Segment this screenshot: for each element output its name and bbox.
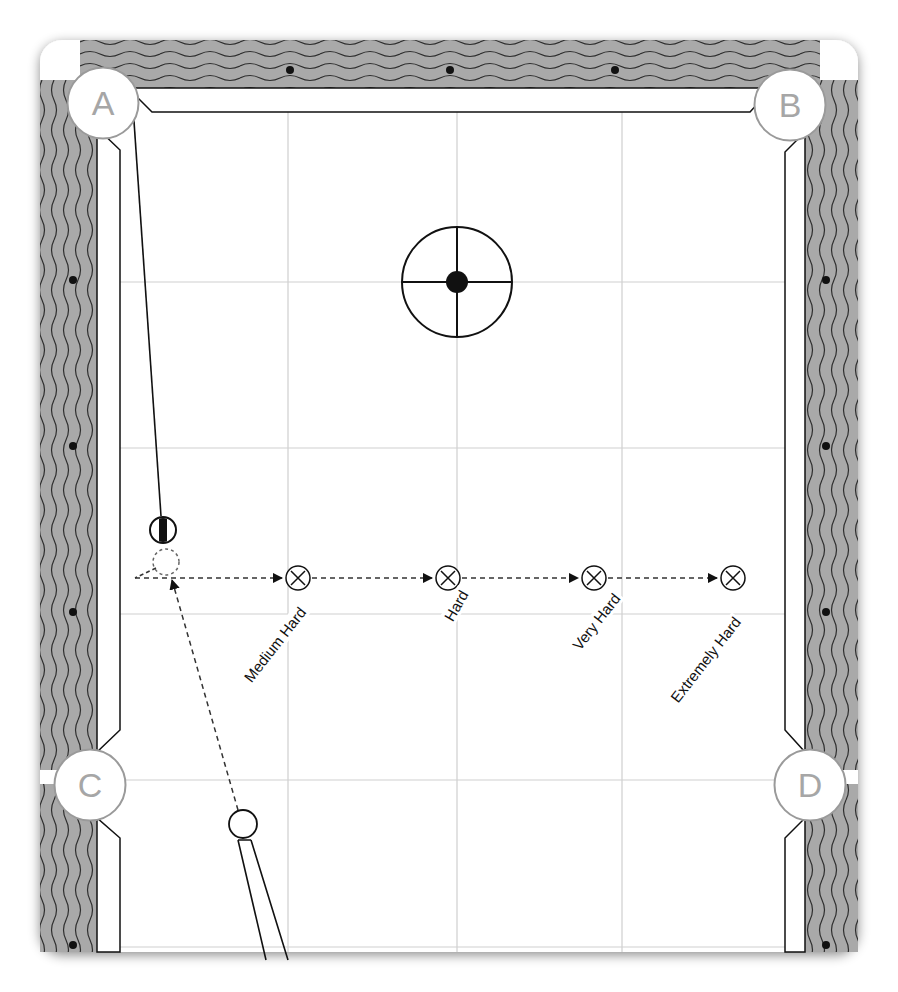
cue-ball-and-stick (229, 810, 288, 960)
pocket-letter: D (773, 748, 847, 822)
pocket-letter: A (66, 66, 140, 140)
target-markers (286, 566, 745, 590)
pocket-circle: A (66, 66, 140, 140)
target-symbol (402, 227, 512, 337)
object-ball (150, 515, 176, 545)
pocket-letter: C (53, 748, 127, 822)
cue-ball-travel (135, 577, 717, 579)
cushions (97, 88, 805, 952)
top-rail (80, 40, 820, 92)
pocket-letter: B (753, 68, 827, 142)
grid-lines (120, 112, 785, 952)
pocket-circle: B (753, 68, 827, 142)
ghost-ball (153, 549, 179, 575)
deflection-line (135, 568, 156, 578)
table-shadow (40, 40, 858, 952)
pocket-circle: D (773, 748, 847, 822)
pocket-circle: C (53, 748, 127, 822)
rail-diamonds (69, 66, 830, 949)
object-ball-path (132, 92, 161, 516)
cue-ball-path (172, 580, 238, 810)
cloth (97, 88, 805, 952)
